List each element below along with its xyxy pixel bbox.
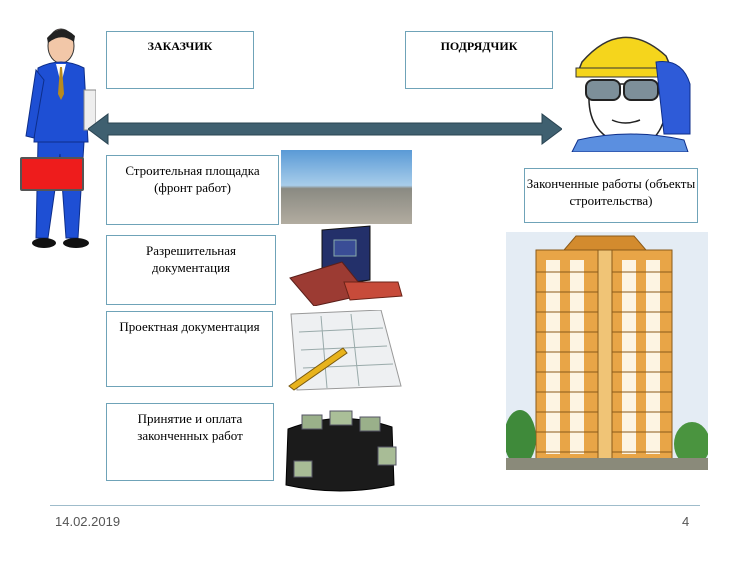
- building-image: [506, 232, 708, 470]
- customer-figure: [25, 28, 96, 248]
- double-arrow: [88, 113, 562, 145]
- construction-site-photo: [281, 150, 412, 224]
- contractor-figure: [571, 36, 691, 152]
- customer-label: ЗАКАЗЧИК: [106, 31, 254, 89]
- page-number: 4: [682, 514, 690, 529]
- contractor-label: ПОДРЯДЧИК: [405, 31, 553, 89]
- item-acceptance-payment: Принятие и оплата законченных работ: [106, 403, 274, 481]
- permit-documents-image: [289, 225, 403, 306]
- result-completed-works: Законченные работы (объекты строительств…: [524, 168, 698, 223]
- item-construction-site: Строительная площадка (фронт работ): [106, 155, 279, 225]
- footer-divider: [50, 505, 700, 506]
- footer-date: 14.02.2019: [55, 514, 121, 529]
- item-permit-docs: Разрешительная документация: [106, 235, 276, 305]
- money-bag-image: [285, 410, 397, 492]
- item-project-docs: Проектная документация: [106, 311, 273, 387]
- project-drawings-image: [288, 310, 402, 391]
- briefcase-icon: [20, 157, 84, 191]
